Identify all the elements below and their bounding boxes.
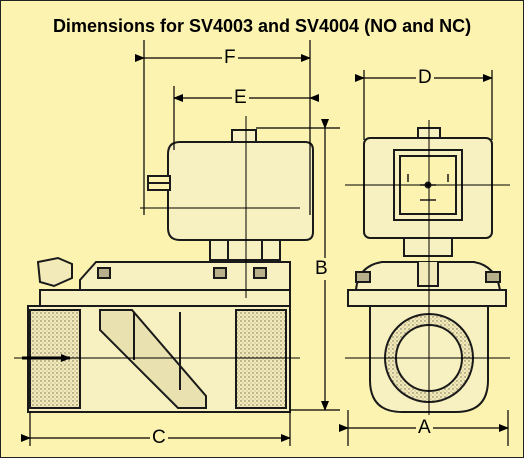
dimension-label-d: D <box>416 67 434 89</box>
side-view <box>22 129 314 413</box>
side-centerlines <box>14 116 300 359</box>
side-flange <box>39 289 291 307</box>
front-centerlines <box>345 120 510 415</box>
dimension-label-b: B <box>313 258 330 280</box>
front-view <box>347 127 507 413</box>
side-stem-nut <box>209 239 281 261</box>
side-top-nut <box>231 129 257 143</box>
front-stem <box>403 237 453 257</box>
side-port-right <box>235 309 287 409</box>
side-coil <box>167 141 314 241</box>
dimension-label-a: A <box>416 417 433 439</box>
side-lever <box>36 256 73 288</box>
dimension-label-f: F <box>222 47 238 69</box>
dimension-label-c: C <box>150 427 168 449</box>
diagram-title: Dimensions for SV4003 and SV4004 (NO and… <box>52 16 472 36</box>
dimension-label-e: E <box>232 87 249 109</box>
front-flange <box>347 289 507 307</box>
